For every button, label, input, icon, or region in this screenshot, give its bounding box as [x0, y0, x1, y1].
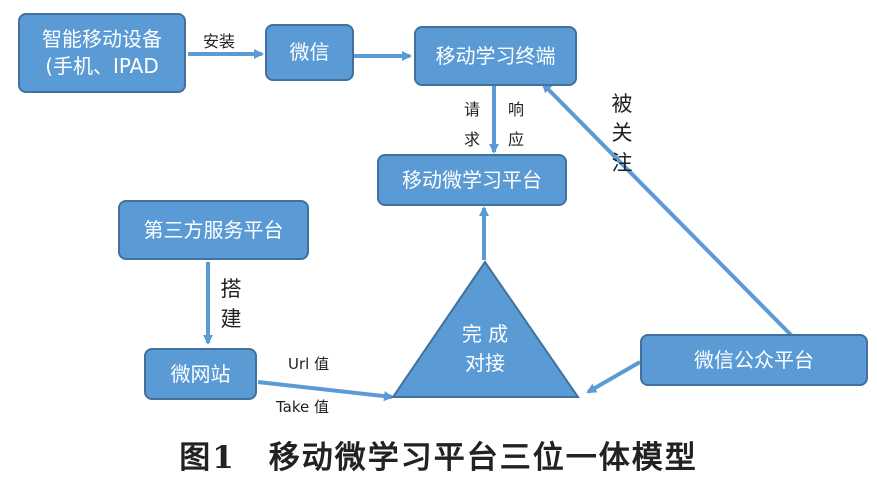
docking-label-line2: 对接	[465, 351, 505, 375]
arrow-public-to-docking	[586, 360, 641, 394]
response-label: 响 应	[504, 95, 528, 156]
followed-char-2: 关	[611, 121, 633, 146]
wechat-public-platform-box: 微信公众平台	[640, 334, 868, 386]
wechat-app-label: 微信	[289, 40, 330, 64]
build-char-2: 建	[220, 307, 242, 332]
wechat-app-box: 微信	[265, 24, 354, 81]
mobile-terminal-box: 移动学习终端	[414, 26, 577, 86]
micro-learning-platform-box: 移动微学习平台	[377, 154, 567, 206]
request-label: 请 求	[460, 95, 484, 156]
url-value-label: Url 值	[288, 355, 330, 373]
install-label: 安装	[203, 32, 236, 51]
followed-char-1: 被	[611, 92, 633, 116]
mobile-terminal-label: 移动学习终端	[435, 43, 556, 68]
figure-caption: 图1 移动微学习平台三位一体模型	[179, 440, 698, 476]
response-char-1: 响	[507, 100, 524, 119]
docking-triangle	[391, 260, 580, 398]
take-value-label: Take 值	[276, 398, 330, 416]
smart-device-box: 智能移动设备 (手机、IPAD	[18, 13, 186, 93]
docking-label: 完 成 对接	[435, 320, 535, 378]
micro-learning-platform-label: 移动微学习平台	[402, 167, 542, 192]
smart-device-label: 智能移动设备	[42, 27, 162, 51]
request-char-1: 请	[463, 100, 480, 119]
followed-char-3: 注	[611, 150, 633, 175]
third-party-platform-box: 第三方服务平台	[118, 200, 309, 260]
docking-label-line1: 完 成	[461, 322, 509, 346]
build-label: 搭 建	[219, 274, 243, 335]
smart-device-sublabel: (手机、IPAD	[45, 54, 159, 78]
micro-site-label: 微网站	[170, 361, 231, 386]
arrow-followed	[541, 82, 794, 338]
followed-label: 被 关 注	[610, 90, 634, 178]
request-char-2: 求	[463, 130, 480, 150]
response-char-2: 应	[507, 130, 524, 150]
third-party-platform-label: 第三方服务平台	[143, 217, 284, 242]
build-char-1: 搭	[220, 277, 242, 301]
micro-site-box: 微网站	[144, 348, 257, 400]
wechat-public-platform-label: 微信公众平台	[694, 347, 814, 372]
arrow-micro-site-to-docking	[257, 380, 394, 402]
